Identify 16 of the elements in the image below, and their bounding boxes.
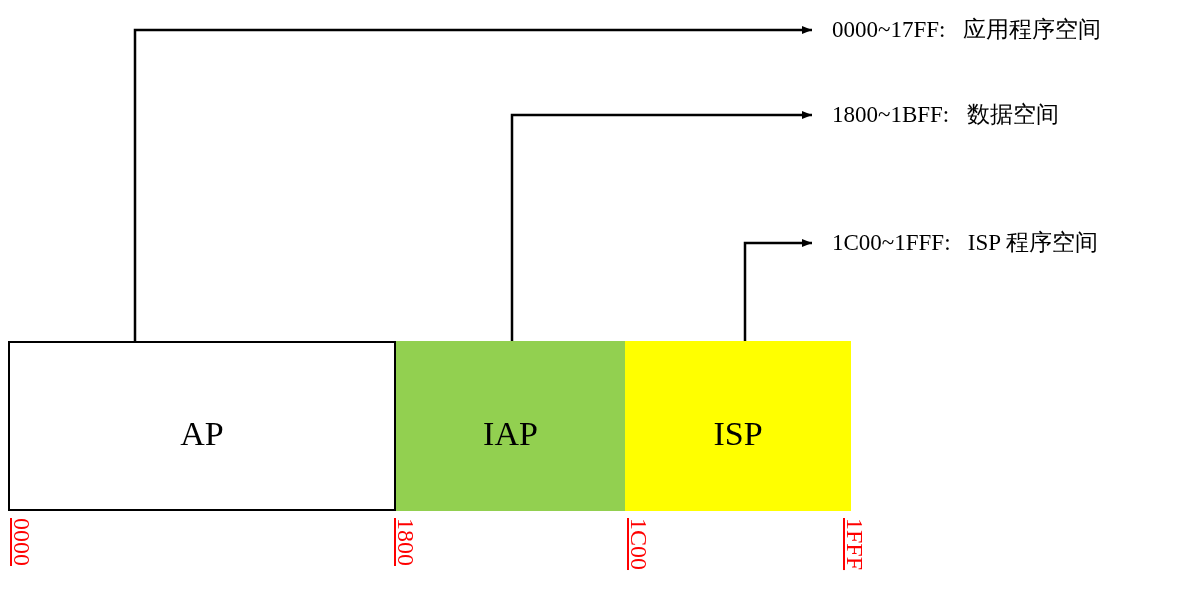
address-label: 0000 xyxy=(10,518,34,566)
arrow xyxy=(133,26,812,341)
memory-block xyxy=(396,341,625,511)
address-label: 1800 xyxy=(394,518,418,566)
arrow xyxy=(743,239,812,341)
block-label: AP xyxy=(180,415,224,453)
address-label: 1FFF xyxy=(843,518,867,571)
block-label: ISP xyxy=(713,415,763,453)
memory-block xyxy=(8,341,396,511)
address-label: 1C00 xyxy=(627,518,651,570)
memory-block xyxy=(625,341,851,511)
arrow xyxy=(510,111,812,341)
address-range-label: 0000~17FF: 应用程序空间 xyxy=(832,16,1101,44)
address-range-label: 1C00~1FFF: ISP 程序空间 xyxy=(832,229,1098,257)
block-label: IAP xyxy=(483,415,538,453)
address-range-label: 1800~1BFF: 数据空间 xyxy=(832,101,1059,129)
